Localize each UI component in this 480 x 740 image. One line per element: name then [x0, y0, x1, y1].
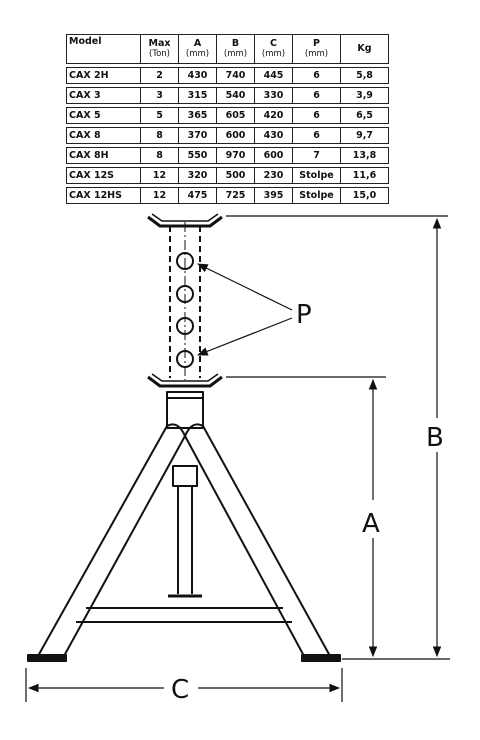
table-cell: Stolpe [292, 187, 341, 204]
center-post [168, 465, 202, 598]
left-foot [27, 654, 67, 662]
table-cell: 725 [216, 187, 255, 204]
pin-hole [176, 285, 194, 303]
table-cell: 475 [178, 187, 217, 204]
label-p: P [296, 300, 312, 330]
head-block [166, 391, 204, 429]
col-header-b: B(mm) [216, 34, 255, 64]
label-b: B [426, 423, 444, 453]
label-a: A [362, 509, 380, 539]
col-header-p: P(mm) [292, 34, 341, 64]
cross-brace [76, 607, 292, 623]
label-c: C [171, 675, 189, 705]
table-cell: 15,0 [340, 187, 389, 204]
p-leader-lower [196, 317, 293, 356]
spec-table: Model Max(Ton) A(mm) B(mm) C(mm) P(mm) K… [66, 34, 389, 204]
right-leg [184, 423, 331, 657]
table-header-row: Model Max(Ton) A(mm) B(mm) C(mm) P(mm) K… [66, 34, 389, 64]
pin-hole [176, 317, 194, 335]
pin-hole [176, 252, 194, 270]
left-leg [37, 423, 186, 657]
col-header-c: C(mm) [254, 34, 293, 64]
right-foot [301, 654, 341, 662]
lower-saddle [147, 373, 223, 388]
pin-hole [176, 350, 194, 368]
table-cell: 12 [140, 187, 179, 204]
p-leader-upper [197, 263, 293, 311]
